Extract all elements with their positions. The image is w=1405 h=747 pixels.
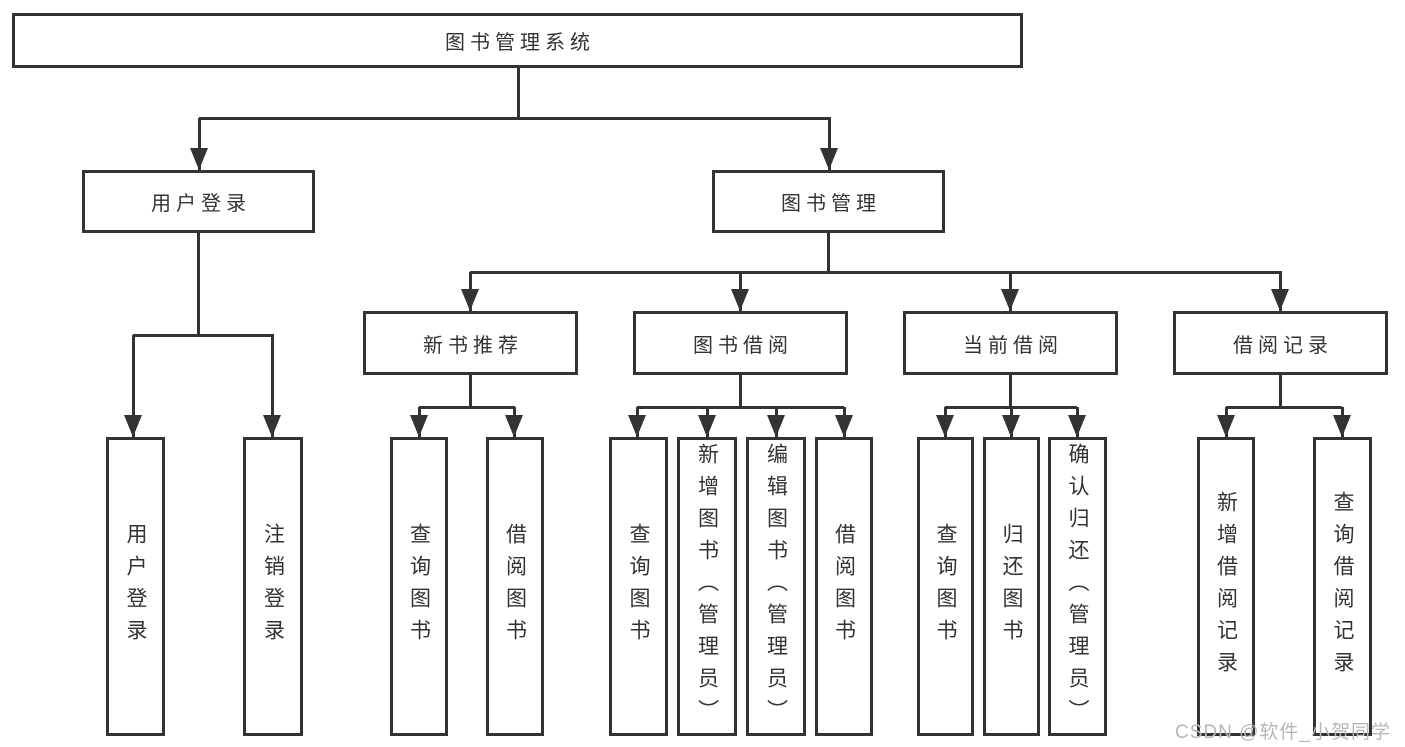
arrowhead-down-icon bbox=[124, 415, 142, 437]
leaf-borrow-books-borrowing: 借阅图书 bbox=[815, 437, 873, 736]
node-label: 图书管理系统 bbox=[445, 32, 595, 54]
connector-line bbox=[826, 233, 830, 274]
node-label: 确认归还（管理员） bbox=[1066, 442, 1089, 731]
leaf-query-books-recommend: 查询图书 bbox=[390, 437, 448, 736]
node-label: 新书推荐 bbox=[423, 334, 523, 357]
arrowhead-down-icon bbox=[1333, 415, 1351, 437]
arrowhead-down-icon bbox=[461, 289, 479, 311]
connector-line bbox=[637, 405, 844, 409]
leaf-query-borrow-record: 查询借阅记录 bbox=[1313, 437, 1372, 736]
connector-line bbox=[516, 68, 520, 120]
node-label: 归还图书 bbox=[1000, 522, 1023, 651]
arrowhead-down-icon bbox=[835, 415, 853, 437]
node-label: 新增借阅记录 bbox=[1214, 490, 1238, 683]
connector-line bbox=[470, 270, 1282, 274]
node-label: 注销登录 bbox=[261, 522, 285, 651]
connector-line bbox=[196, 233, 200, 337]
node-label: 查询图书 bbox=[934, 522, 957, 651]
node-label: 图书管理 bbox=[781, 193, 881, 215]
leaf-add-books-admin: 新增图书（管理员） bbox=[677, 437, 737, 736]
node-label: 查询借阅记录 bbox=[1331, 490, 1354, 683]
arrowhead-down-icon bbox=[263, 415, 281, 437]
connector-line bbox=[1278, 375, 1282, 408]
node-book-management: 图书管理 bbox=[712, 170, 945, 233]
leaf-confirm-return-admin: 确认归还（管理员） bbox=[1048, 437, 1107, 736]
connector-line bbox=[419, 405, 515, 409]
node-label: 用户登录 bbox=[124, 522, 147, 651]
leaf-user-login: 用户登录 bbox=[106, 437, 165, 736]
arrowhead-down-icon bbox=[1271, 289, 1289, 311]
arrowhead-down-icon bbox=[698, 415, 716, 437]
arrowhead-down-icon bbox=[505, 415, 523, 437]
arrowhead-down-icon bbox=[767, 415, 785, 437]
connector-line bbox=[270, 335, 274, 437]
leaf-query-books-borrowing: 查询图书 bbox=[609, 437, 668, 736]
node-current-borrowing: 当前借阅 bbox=[903, 311, 1118, 375]
connector-line bbox=[131, 335, 135, 437]
connector-line bbox=[199, 116, 831, 120]
node-label: 编辑图书（管理员） bbox=[764, 442, 788, 731]
node-label: 查询图书 bbox=[407, 522, 431, 651]
node-label: 借阅图书 bbox=[503, 522, 527, 651]
connector-line bbox=[738, 375, 742, 408]
leaf-query-books-current: 查询图书 bbox=[917, 437, 974, 736]
node-root-library-management-system: 图书管理系统 bbox=[12, 13, 1023, 68]
arrowhead-down-icon bbox=[820, 148, 838, 170]
arrowhead-down-icon bbox=[1002, 415, 1020, 437]
leaf-edit-books-admin: 编辑图书（管理员） bbox=[746, 437, 806, 736]
connector-line bbox=[133, 333, 274, 337]
node-label: 新增图书（管理员） bbox=[695, 442, 719, 731]
arrowhead-down-icon bbox=[190, 148, 208, 170]
connector-line bbox=[468, 375, 472, 408]
connector-line bbox=[1008, 375, 1012, 408]
leaf-borrow-books-recommend: 借阅图书 bbox=[486, 437, 544, 736]
node-new-book-recommend: 新书推荐 bbox=[363, 311, 578, 375]
leaf-return-books: 归还图书 bbox=[983, 437, 1040, 736]
node-label: 借阅图书 bbox=[832, 522, 856, 651]
node-book-borrowing: 图书借阅 bbox=[633, 311, 848, 375]
arrowhead-down-icon bbox=[936, 415, 954, 437]
arrowhead-down-icon bbox=[1217, 415, 1235, 437]
node-user-login: 用户登录 bbox=[82, 170, 315, 233]
connector-line bbox=[827, 118, 831, 170]
connector-line bbox=[1226, 405, 1342, 409]
arrowhead-down-icon bbox=[1068, 415, 1086, 437]
arrowhead-down-icon bbox=[628, 415, 646, 437]
node-label: 用户登录 bbox=[151, 193, 251, 215]
arrowhead-down-icon bbox=[1001, 289, 1019, 311]
leaf-add-borrow-record: 新增借阅记录 bbox=[1197, 437, 1255, 736]
node-label: 图书借阅 bbox=[693, 334, 793, 357]
node-label: 借阅记录 bbox=[1233, 334, 1333, 357]
connector-line bbox=[197, 118, 201, 170]
arrowhead-down-icon bbox=[731, 289, 749, 311]
arrowhead-down-icon bbox=[410, 415, 428, 437]
node-label: 当前借阅 bbox=[963, 334, 1063, 357]
node-borrowing-records: 借阅记录 bbox=[1173, 311, 1388, 375]
node-label: 查询图书 bbox=[627, 522, 650, 651]
leaf-logout-login: 注销登录 bbox=[243, 437, 303, 736]
csdn-watermark: CSDN @软件_小贺同学 bbox=[1175, 722, 1391, 743]
